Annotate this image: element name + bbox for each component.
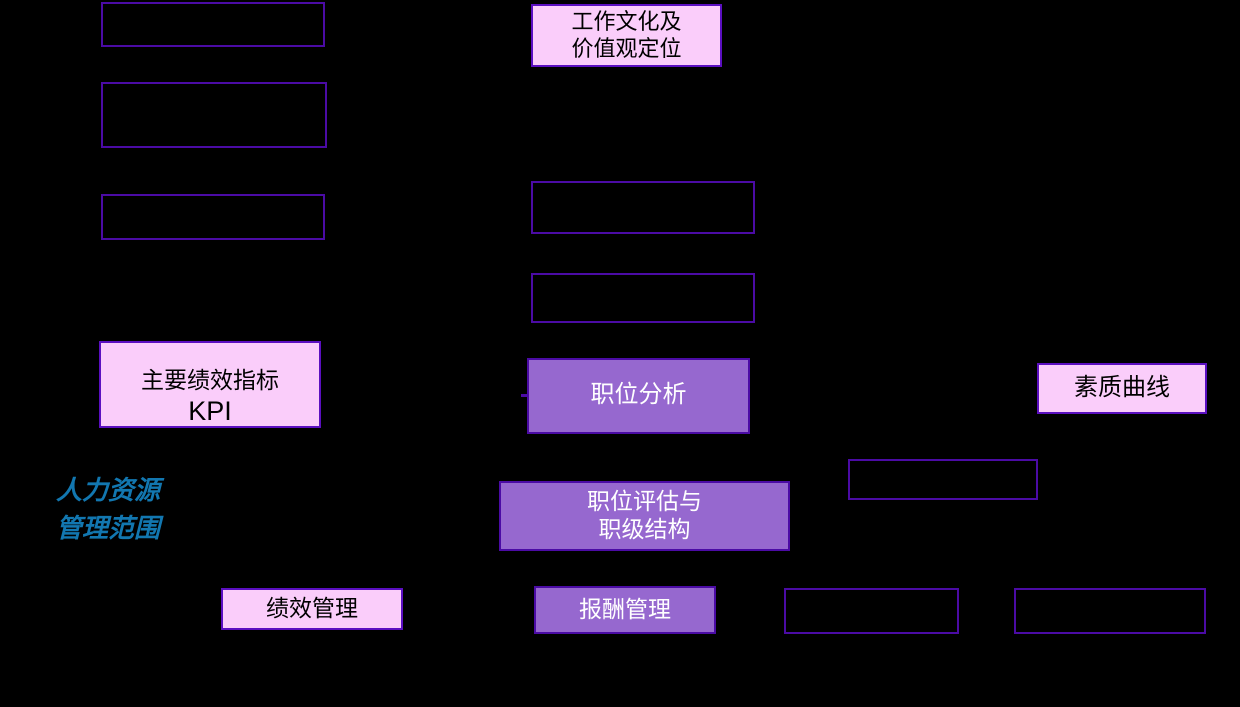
box-compensation-mgmt-label: 报酬管理 — [579, 596, 671, 622]
box-performance-mgmt[interactable]: 绩效管理 — [221, 588, 403, 630]
box-work-culture[interactable]: 工作文化及 价值观定位 — [531, 4, 722, 67]
box-job-evaluation[interactable]: 职位评估与 职级结构 — [499, 481, 790, 551]
box-empty-mid-center-lower[interactable] — [531, 273, 755, 323]
box-job-evaluation-label: 职位评估与 职级结构 — [587, 488, 702, 542]
box-job-analysis[interactable]: 职位分析 — [527, 358, 750, 434]
scope-label-hr-management: 人力资源 管理范围 — [56, 476, 161, 543]
box-empty-mid-left[interactable] — [101, 194, 325, 240]
box-empty-upper-left[interactable] — [101, 82, 327, 148]
connector-job-analysis-left — [521, 394, 529, 397]
box-job-analysis-label: 职位分析 — [590, 382, 687, 409]
box-performance-mgmt-label: 绩效管理 — [266, 595, 358, 621]
box-empty-mid-center-upper[interactable] — [531, 181, 755, 234]
box-kpi[interactable] — [99, 341, 321, 428]
box-work-culture-label: 工作文化及 价值观定位 — [571, 8, 682, 61]
box-compensation-mgmt[interactable]: 报酬管理 — [534, 586, 716, 634]
box-empty-top-left[interactable] — [101, 2, 325, 47]
box-kpi-label-secondary: KPI — [188, 396, 232, 426]
box-empty-bottom-1[interactable] — [784, 588, 959, 634]
box-competency-curve[interactable]: 素质曲线 — [1037, 363, 1207, 414]
box-empty-right-mid[interactable] — [848, 459, 1038, 500]
box-kpi-label-primary: 主要绩效指标 — [141, 368, 279, 393]
box-competency-curve-label: 素质曲线 — [1074, 374, 1170, 401]
box-empty-bottom-2[interactable] — [1014, 588, 1206, 634]
